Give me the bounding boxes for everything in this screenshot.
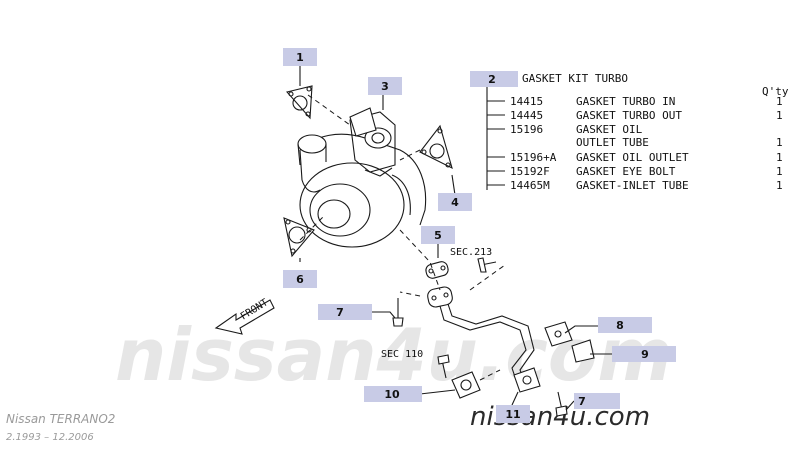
gasket-turbo-out-drawing xyxy=(419,124,453,170)
kit-part-number: 14415 xyxy=(510,95,543,108)
bolt-drawings xyxy=(392,257,568,417)
svg-text:1: 1 xyxy=(296,51,304,64)
footer-model: Nissan TERRANO2 xyxy=(6,412,115,426)
kit-part-desc: OUTLET TUBE xyxy=(576,136,649,149)
svg-text:4: 4 xyxy=(451,196,459,209)
kit-row[interactable]: 14465M GASKET-INLET TUBE 1 xyxy=(487,179,783,192)
gasket-turbo-in-drawing xyxy=(285,85,313,120)
svg-text:9: 9 xyxy=(641,348,649,361)
svg-text:7: 7 xyxy=(578,395,586,408)
kit-title: GASKET KIT TURBO xyxy=(522,72,628,85)
callout-1[interactable]: 1 xyxy=(283,48,317,66)
svg-text:7: 7 xyxy=(336,306,344,319)
kit-part-number: 15196 xyxy=(510,123,543,136)
kit-part-qty: 1 xyxy=(776,109,783,122)
kit-row[interactable]: OUTLET TUBE 1 xyxy=(576,136,783,149)
svg-text:8: 8 xyxy=(616,319,624,332)
svg-text:11: 11 xyxy=(505,408,520,421)
svg-text:10: 10 xyxy=(384,388,400,401)
oil-outlet-tube-drawing xyxy=(427,286,595,381)
kit-part-number: 14465M xyxy=(510,179,550,192)
kit-part-desc: GASKET OIL xyxy=(576,123,643,136)
svg-text:3: 3 xyxy=(381,80,389,93)
svg-text:2: 2 xyxy=(488,73,496,86)
callout-6[interactable]: 6 xyxy=(283,270,317,288)
kit-qty-header: Q'ty xyxy=(762,85,789,98)
callout-4[interactable]: 4 xyxy=(438,193,472,211)
svg-text:5: 5 xyxy=(434,229,442,242)
gasket-11-drawing xyxy=(513,367,541,393)
sec110-ref[interactable]: SEC 110 xyxy=(381,349,423,360)
kit-part-desc: GASKET TURBO IN xyxy=(576,95,675,108)
callout-5[interactable]: 5 xyxy=(421,226,455,244)
callout-7a[interactable]: 7 xyxy=(318,304,372,320)
kit-part-number: 14445 xyxy=(510,109,543,122)
kit-part-qty: 1 xyxy=(776,136,783,149)
kit-part-desc: GASKET-INLET TUBE xyxy=(576,179,689,192)
kit-part-qty: 1 xyxy=(776,95,783,108)
kit-row[interactable]: 15192F GASKET EYE BOLT 1 xyxy=(487,165,783,178)
gasket-oil-outlet-drawing xyxy=(425,261,449,279)
gasket-inlet-tube-drawing xyxy=(451,371,481,399)
kit-row[interactable]: 14415 GASKET TURBO IN 1 xyxy=(487,95,783,108)
kit-part-desc: GASKET EYE BOLT xyxy=(576,165,676,178)
kit-part-qty: 1 xyxy=(776,179,783,192)
kit-row[interactable]: 15196 GASKET OIL xyxy=(487,123,643,136)
callout-2[interactable]: 2 xyxy=(470,71,518,87)
callout-11[interactable]: 11 xyxy=(496,405,530,423)
kit-part-qty: 1 xyxy=(776,165,783,178)
kit-part-desc: GASKET OIL OUTLET xyxy=(576,151,689,164)
callout-3[interactable]: 3 xyxy=(368,77,402,95)
callout-7b[interactable]: 7 xyxy=(574,393,620,409)
turbocharger-drawing xyxy=(297,111,427,248)
kit-part-number: 15192F xyxy=(510,165,550,178)
footer-years: 2.1993 – 12.2006 xyxy=(6,432,94,443)
kit-row[interactable]: 14445 GASKET TURBO OUT 1 xyxy=(487,109,783,122)
gasket-3-drawing xyxy=(349,107,377,137)
kit-part-number: 15196+A xyxy=(510,151,557,164)
kit-row[interactable]: 15196+A GASKET OIL OUTLET 1 xyxy=(487,151,783,164)
kit-part-qty: 1 xyxy=(776,151,783,164)
callout-8[interactable]: 8 xyxy=(598,317,652,333)
callout-10[interactable]: 10 xyxy=(364,386,422,402)
dashed-guides xyxy=(299,94,506,381)
sec213-ref[interactable]: SEC.213 xyxy=(450,247,492,258)
callout-9[interactable]: 9 xyxy=(612,346,676,362)
svg-text:6: 6 xyxy=(296,273,304,286)
callout-leaders xyxy=(299,66,612,411)
gasket-6-drawing xyxy=(283,217,315,258)
kit-part-desc: GASKET TURBO OUT xyxy=(576,109,682,122)
